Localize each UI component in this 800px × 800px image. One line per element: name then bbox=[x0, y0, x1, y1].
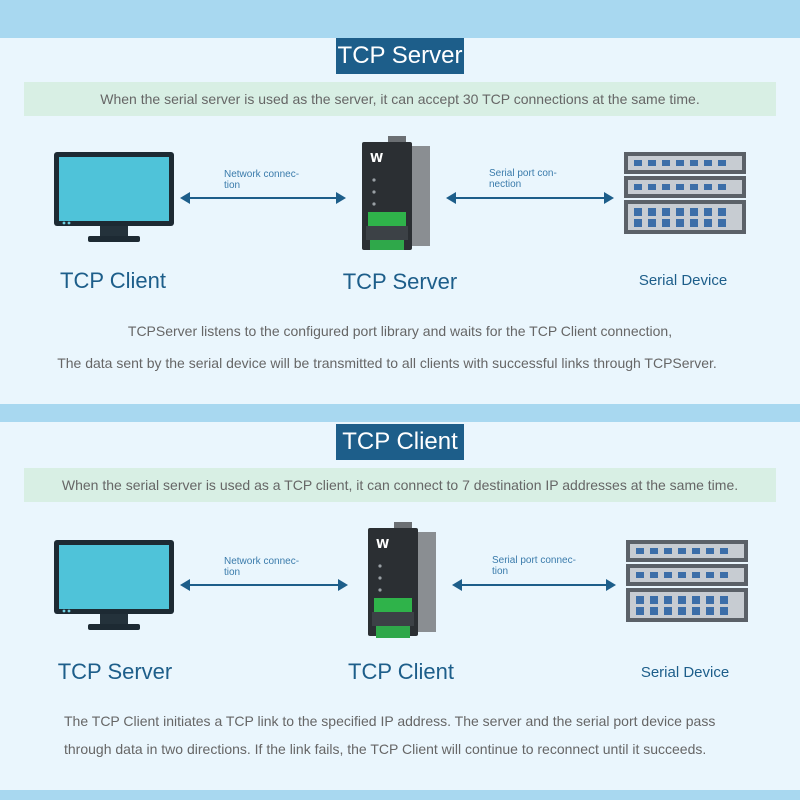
server-left-link-label: Network connec- tion bbox=[224, 169, 300, 191]
client-section-title: TCP Client bbox=[336, 424, 464, 460]
middle-band bbox=[0, 404, 800, 422]
client-right-label: Serial Device bbox=[640, 664, 730, 681]
server-left-label: TCP Client bbox=[60, 268, 166, 293]
server-right-link-label: Serial port con- nection bbox=[489, 168, 557, 190]
bottom-band bbox=[0, 790, 800, 800]
client-left-label: TCP Server bbox=[57, 659, 173, 684]
server-note: When the serial server is used as the se… bbox=[24, 82, 776, 116]
client-center-label: TCP Client bbox=[348, 659, 454, 684]
server-left-arrow bbox=[180, 192, 346, 204]
server-center-label: TCP Server bbox=[342, 269, 458, 294]
client-serial-device-icon: W bbox=[368, 522, 436, 638]
server-left-monitor-icon bbox=[54, 152, 174, 242]
server-section-title: TCP Server bbox=[336, 38, 464, 74]
client-left-link-label: Network connec- tion bbox=[224, 556, 300, 578]
client-left-arrow bbox=[180, 579, 348, 591]
server-desc-line1: TCPServer listens to the configured port… bbox=[127, 323, 673, 339]
server-right-label: Serial Device bbox=[638, 272, 728, 289]
client-rack-icon bbox=[626, 540, 748, 622]
svg-text:W: W bbox=[376, 537, 389, 551]
client-desc-line1: The TCP Client initiates a TCP link to t… bbox=[64, 713, 716, 729]
client-desc-line2: through data in two directions. If the l… bbox=[64, 741, 707, 757]
server-desc-line2: The data sent by the serial device will … bbox=[57, 355, 717, 371]
server-rack-icon bbox=[624, 152, 746, 234]
client-right-arrow bbox=[452, 579, 616, 591]
client-left-monitor-icon bbox=[54, 540, 174, 630]
server-right-arrow bbox=[446, 192, 614, 204]
client-note: When the serial server is used as a TCP … bbox=[24, 468, 776, 502]
client-right-link-label: Serial port connec- tion bbox=[492, 555, 576, 577]
server-serial-device-icon: W bbox=[362, 136, 430, 250]
top-band bbox=[0, 0, 800, 38]
svg-text:W: W bbox=[370, 151, 383, 165]
